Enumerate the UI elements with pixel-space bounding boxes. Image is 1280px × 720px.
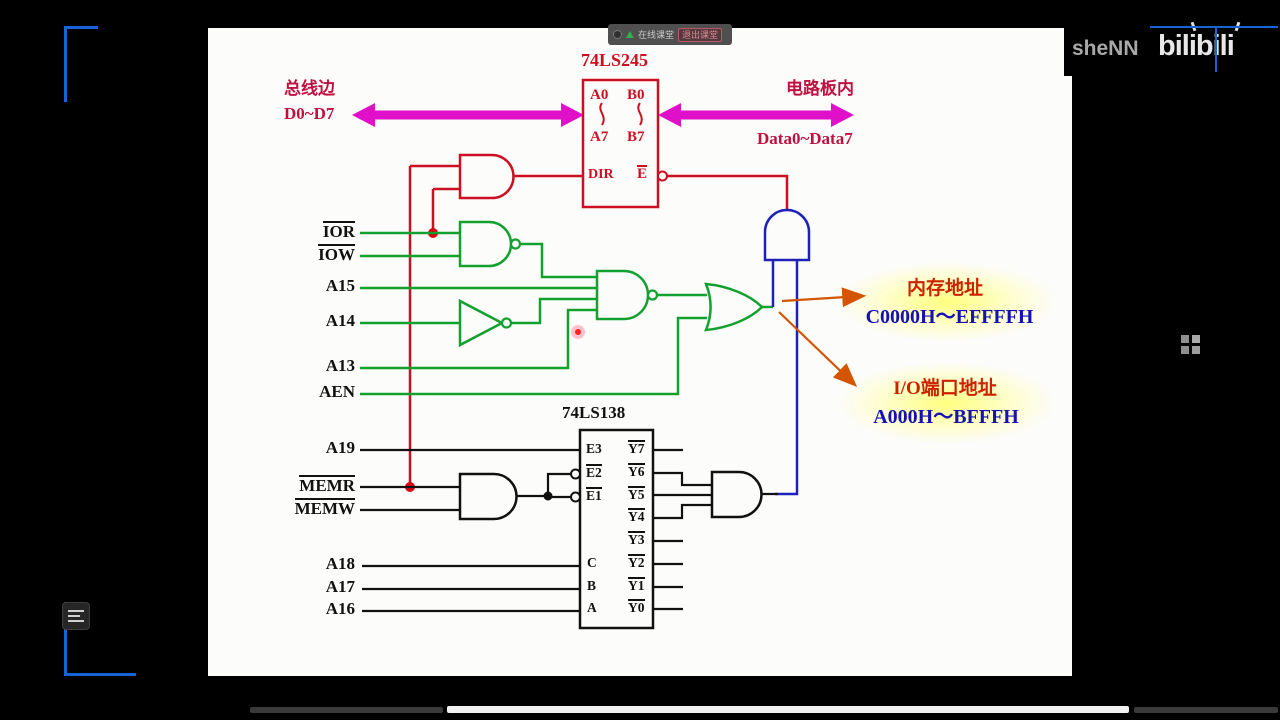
signal-a18: A18 [325,554,355,573]
pin-y5-bar: Y5 [628,486,645,502]
chip138-title: 74LS138 [562,403,626,422]
signal-iow: IOW [318,244,355,264]
bus-right-title: 电路板内 [786,79,854,98]
pin-e3: E3 [586,441,602,456]
memory-annotation-glow [838,262,1056,342]
green-wires [360,231,773,396]
progress-bar-left[interactable] [250,707,443,713]
slide-background [208,28,1072,676]
info-icon [613,30,622,39]
bus-arrow-left [352,103,584,127]
signal-ior: IOR [322,221,355,241]
pin-y7-bar: Y7 [628,440,645,456]
junction-dot-enable [543,491,553,501]
signal-a19: A19 [325,438,355,457]
signal-a15: A15 [325,276,355,295]
nand-bubble-1 [509,238,522,250]
pin-b7: B7 [627,129,645,145]
and-gate-y-outputs [710,470,763,519]
signal-aen: AEN [319,382,355,401]
toolbar-status-label: 在线课堂 [638,30,675,40]
inverter-bubble [500,317,513,329]
io-annotation-title: I/O端口地址 [893,378,997,399]
pin-y4-bar: Y4 [628,508,645,524]
pin-b: B [587,578,597,593]
pin-y3-bar: Y3 [628,531,645,547]
pin-c: C [587,555,597,570]
exit-class-button[interactable]: 退出课堂 [678,27,723,42]
watermark-username: sheNN [1072,37,1139,60]
black-wires [360,448,778,613]
progress-bar-right[interactable] [1134,707,1278,713]
pin-y0-bar: Y0 [628,599,645,615]
chip245-title: 74LS245 [581,50,649,70]
bus-right-range: Data0~Data7 [757,129,853,148]
e1-bubble [570,491,581,503]
bus-arrow-right [658,103,854,127]
pin-e2-bar: E2 [586,464,602,480]
capture-corner-bottom-left-h [64,673,136,676]
bus-squiggle-a [599,102,605,126]
capture-corner-top-left-v [64,26,67,102]
nand-gate-ior-iow [458,220,513,268]
pin-a: A [587,600,597,615]
laser-pointer-dot [575,329,581,335]
signal-a13: A13 [325,356,355,375]
bilibili-logo: bilibili [1158,30,1235,62]
blue-wires [771,260,799,496]
signal-memw: MEMW [294,498,355,518]
annotation-arrow-io [778,311,858,388]
pin-b0: B0 [627,87,645,103]
grid-icon[interactable] [1181,335,1201,355]
and-gate-dir [458,153,515,200]
io-annotation-range: A000H～BFFFH [873,406,1019,428]
capture-corner-top-right-v [1215,26,1217,72]
pin-a7: A7 [590,129,609,145]
annotation-arrow-memory [781,287,867,308]
memory-annotation-title: 内存地址 [906,278,983,299]
and-gate-enable [763,208,811,262]
or-gate [704,282,764,332]
enable-bubble [657,170,668,182]
nand-gate-address [595,269,650,321]
notes-icon[interactable] [62,602,90,630]
pin-y6-bar: Y6 [628,463,645,479]
bus-left-range: D0~D7 [284,104,335,123]
screenshare-toolbar: 在线课堂 退出课堂 [608,24,732,45]
pin-y1-bar: Y1 [628,577,645,593]
chip-74ls138 [578,428,655,630]
red-wires [408,164,789,487]
io-annotation-glow [838,362,1056,444]
bus-left-title: 总线边 [284,79,335,98]
memory-annotation-range: C0000H～EFFFFH [865,306,1034,328]
watermark: sheNN bilibili [1064,21,1280,76]
signal-a14: A14 [325,311,355,330]
capture-corner-bottom-left-v [64,602,67,676]
nand-bubble-2 [646,289,659,301]
inverter-a14 [458,298,505,348]
bus-squiggle-b [637,102,643,126]
e2-bubble [570,468,581,480]
and-gate-memr-memw [458,472,518,521]
capture-corner-top-right-h [1150,26,1278,28]
pin-e1-bar: E1 [586,487,602,503]
signal-a16: A16 [325,599,355,618]
signal-a17: A17 [325,577,355,596]
pin-y2-bar: Y2 [628,554,645,570]
signal-icon [626,31,634,38]
pin-a0: A0 [590,87,609,103]
pin-e-bar: E [637,165,648,182]
chip-74ls245 [581,78,660,209]
capture-corner-top-left-h [64,26,98,29]
pin-dir: DIR [588,167,614,182]
signal-memr: MEMR [299,475,355,495]
progress-bar-active[interactable] [447,706,1129,713]
